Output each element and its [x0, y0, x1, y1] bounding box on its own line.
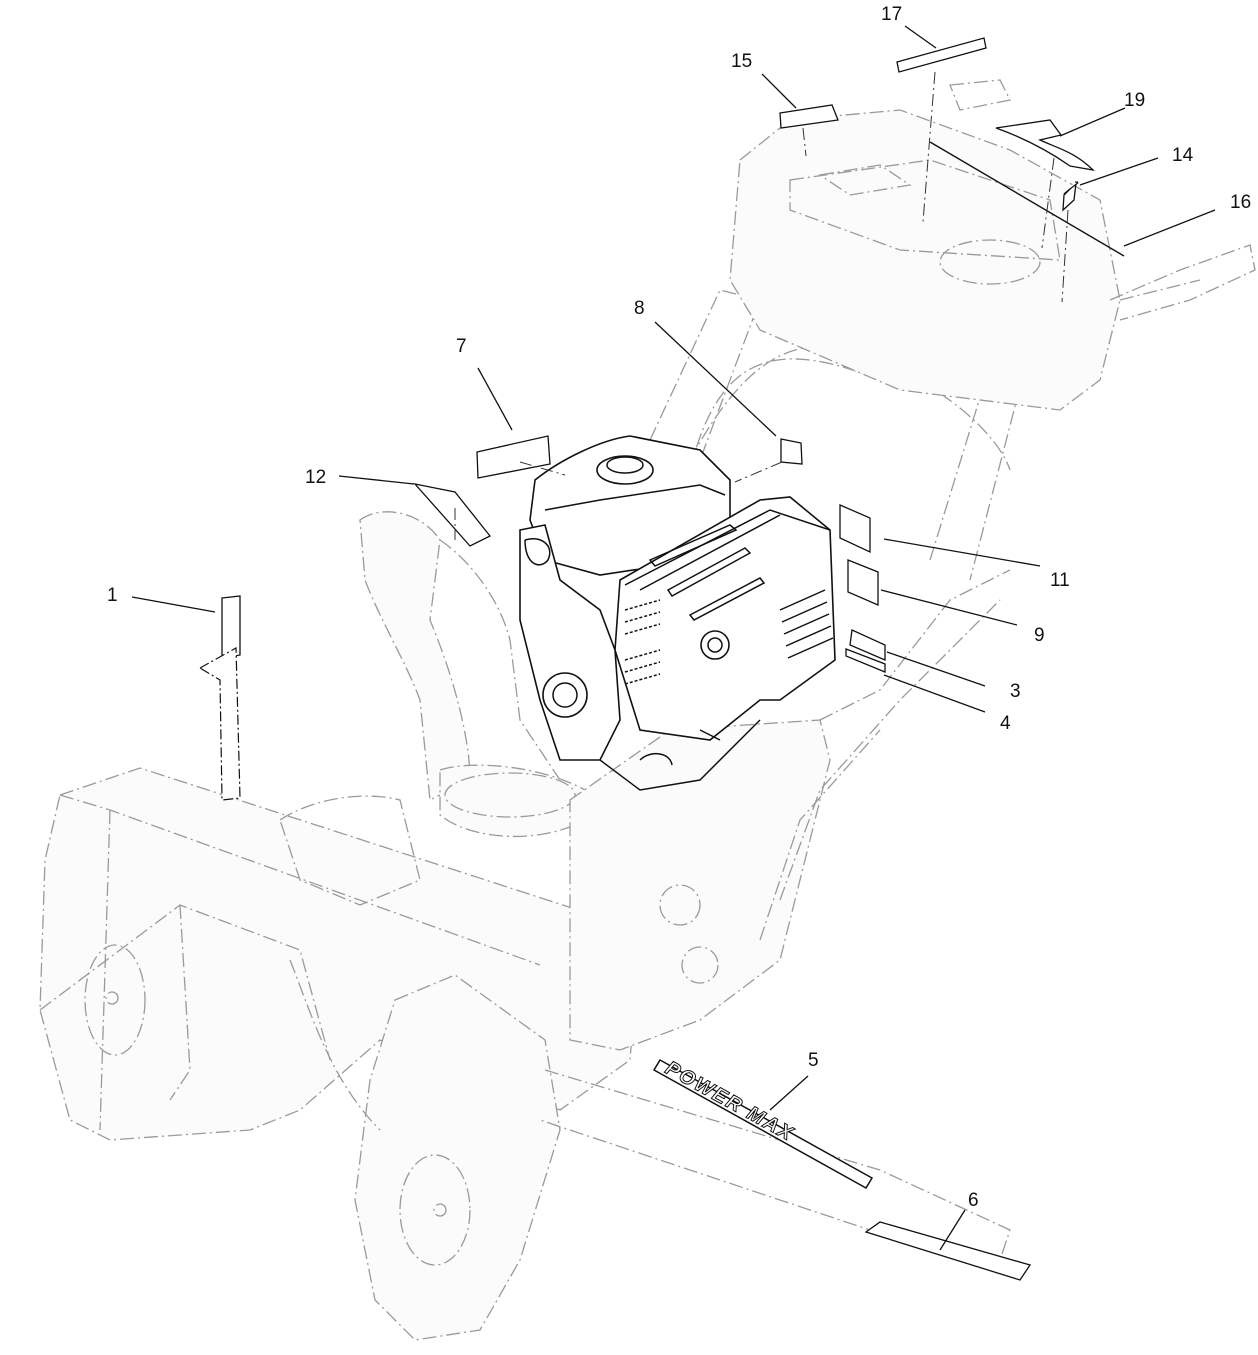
decal-14: 14: [1061, 145, 1194, 303]
callout-19: 19: [1124, 90, 1145, 111]
callout-15: 15: [731, 51, 752, 72]
callout-8: 8: [634, 298, 645, 319]
decal-11: 11: [839, 504, 1070, 591]
callout-5: 5: [808, 1050, 819, 1071]
callout-16: 16: [1230, 192, 1251, 213]
callout-12: 12: [305, 467, 326, 488]
callout-17: 17: [881, 4, 902, 25]
callout-11: 11: [1050, 570, 1070, 591]
decal-3-4: 3 4: [845, 629, 1021, 734]
decal-5-power-max: POWER MAX 5: [652, 1050, 874, 1190]
callout-7: 7: [456, 336, 467, 357]
engine-assembly: [519, 435, 836, 791]
callout-14: 14: [1172, 145, 1194, 166]
callout-1: 1: [107, 585, 118, 606]
callout-6: 6: [968, 1190, 979, 1211]
callout-4: 4: [1000, 713, 1011, 734]
decal-15: 15: [731, 51, 839, 157]
snowthrower-body-ghost: [39, 79, 1256, 1341]
callout-3: 3: [1010, 681, 1021, 702]
power-max-decal-text: POWER MAX: [662, 1057, 798, 1146]
decal-7: 7: [456, 336, 566, 479]
decal-8: 8: [634, 298, 803, 483]
decal-17: 17: [881, 4, 987, 223]
callout-9: 9: [1034, 625, 1045, 646]
decal-6: 6: [864, 1190, 1032, 1281]
decal-1: 1: [107, 585, 241, 801]
decal-9: 9: [847, 559, 1045, 646]
decal-16: 16: [929, 141, 1251, 257]
decal-12: 12: [305, 467, 492, 547]
decal-19: 19: [995, 90, 1145, 249]
